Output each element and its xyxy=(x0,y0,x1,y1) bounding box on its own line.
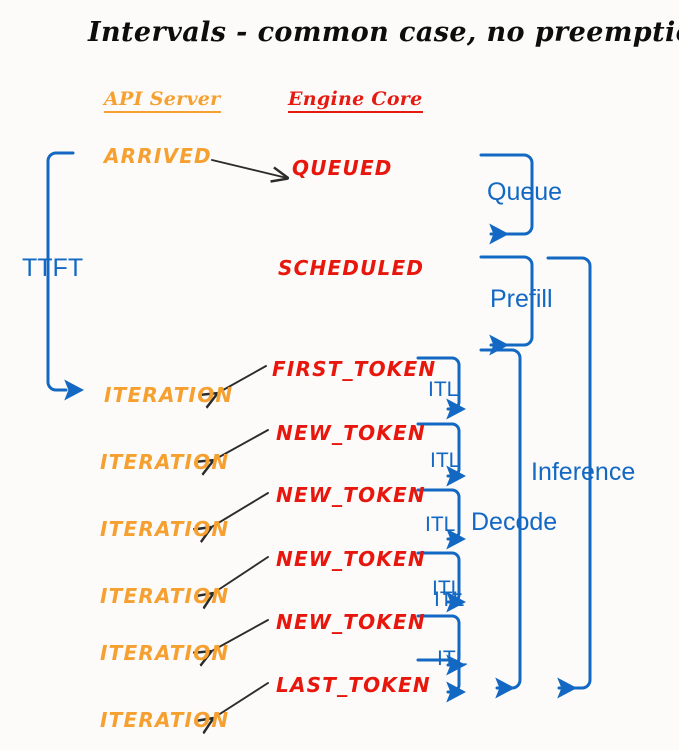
interval-label-decode: Decode xyxy=(471,508,558,536)
state-iteration: ITERATION xyxy=(100,708,230,732)
interval-label-inference: Inference xyxy=(531,458,636,486)
itl-bracket-4 xyxy=(416,551,466,613)
queue-bracket xyxy=(479,153,534,245)
interval-label-itl: ITL xyxy=(428,378,459,401)
decode-bracket-path xyxy=(479,348,522,699)
arrow-last-token-to-iteration xyxy=(212,682,269,719)
interval-label-itl: ITL xyxy=(430,449,461,472)
transition-arrows xyxy=(210,159,287,719)
prefill-bracket xyxy=(479,255,534,356)
interval-label-itl: ITL xyxy=(425,513,456,536)
inference-bracket-path xyxy=(546,256,592,699)
state-queued: QUEUED xyxy=(292,156,393,180)
inference-bracket xyxy=(546,256,592,699)
itl-bracket-2 xyxy=(416,422,466,487)
state-last-token: LAST_TOKEN xyxy=(276,673,431,697)
ttft-bracket-path xyxy=(46,151,84,401)
decode-bracket xyxy=(479,348,522,699)
arrow-new-token-to-iteration xyxy=(210,492,269,528)
arrow-new-token-to-iteration xyxy=(212,429,269,461)
state-iteration: ITERATION xyxy=(100,641,230,665)
state-new-token: NEW_TOKEN xyxy=(276,610,426,634)
arrow-arrived-to-queued xyxy=(211,159,287,178)
itl-bracket-5 xyxy=(416,614,466,676)
arrow-first-token-to-iteration xyxy=(216,365,267,394)
arrow-new-token-to-iteration xyxy=(212,556,269,594)
itl-bracket-6 xyxy=(416,658,466,703)
state-new-token: NEW_TOKEN xyxy=(276,547,426,571)
column-header-api-server: API Server xyxy=(104,90,221,113)
state-iteration: ITERATION xyxy=(100,517,230,541)
itl-bracket-1 xyxy=(416,356,466,420)
state-new-token: NEW_TOKEN xyxy=(276,483,426,507)
state-arrived: ARRIVED xyxy=(104,144,212,168)
state-first-token: FIRST_TOKEN xyxy=(272,357,437,381)
arrow-new-token-to-iteration xyxy=(210,619,269,652)
interval-label-itl: ITL xyxy=(434,588,465,611)
state-new-token: NEW_TOKEN xyxy=(276,421,426,445)
interval-label-prefill: Prefill xyxy=(490,285,553,313)
itl-brackets xyxy=(416,356,466,703)
state-iteration: ITERATION xyxy=(104,383,234,407)
state-scheduled: SCHEDULED xyxy=(278,256,425,280)
interval-label-itl: ITL xyxy=(432,577,463,600)
state-iteration: ITERATION xyxy=(100,450,230,474)
column-header-engine-core: Engine Core xyxy=(288,90,423,113)
queue-bracket-path xyxy=(479,153,534,245)
ttft-bracket xyxy=(46,151,84,401)
interval-label-queue: Queue xyxy=(487,178,563,206)
state-iteration: ITERATION xyxy=(100,584,230,608)
page-title: Intervals - common case, no preemptions xyxy=(88,17,679,48)
prefill-bracket-path xyxy=(479,255,534,356)
interval-label-ttft: TTFT xyxy=(22,254,84,282)
itl-bracket-3 xyxy=(416,488,466,550)
interval-label-itl: ITL xyxy=(437,647,468,670)
